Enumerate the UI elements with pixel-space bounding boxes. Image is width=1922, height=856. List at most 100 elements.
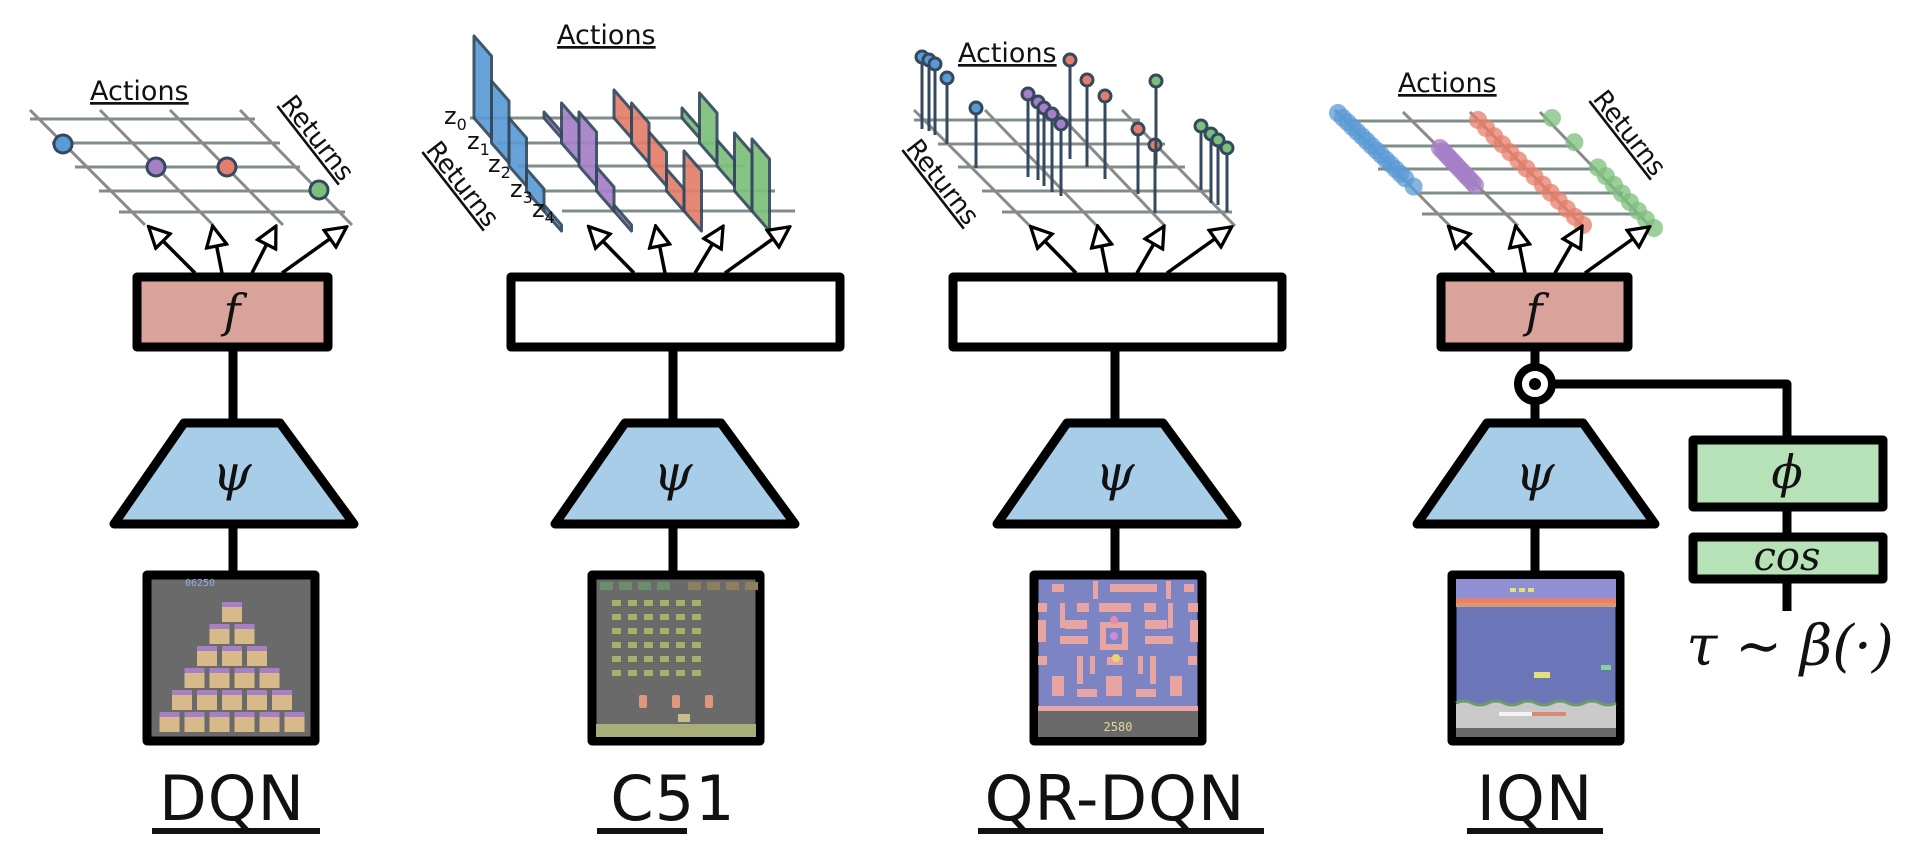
maze-bottom-wall [1038,706,1198,711]
iqn-head-f [1436,272,1633,352]
qrdqn-returns-label: Returns [899,134,984,231]
iqn-embed-phi [1688,435,1888,512]
qbert-cube [234,628,255,644]
maze-wall [1110,584,1157,592]
qbert-cube [197,694,217,710]
c51-atom-bar [680,106,701,140]
dqn-output-grid [28,108,354,227]
qbert-cube [247,694,267,710]
dqn-action-3-point [216,156,238,178]
invader [676,670,685,676]
c51-output-arrows [590,228,788,275]
maze-wall [1184,584,1194,592]
qbert-cube [197,650,217,666]
qr-quantile-point [1053,116,1069,132]
c51-atom-bar [698,91,719,165]
invader [692,614,701,620]
qr-quantile-point [1130,121,1146,137]
dqn-action-4-point [308,179,330,201]
iqn-cos-embedding [1688,532,1888,584]
c51-atom-bar [750,137,771,233]
qbert-cube [209,716,230,732]
invaders-score-block [688,582,701,590]
qbert-cube [209,628,230,644]
iqn-quantile-sample [1466,176,1484,194]
invader [644,600,653,606]
invader [628,600,637,606]
maze-wall [1145,636,1173,644]
c51-output-grid [470,34,795,233]
invaders-score-block [600,582,613,590]
invader [628,656,637,662]
qbert-cube-top [184,712,205,717]
iqn-name-label: IQN [1477,762,1593,835]
maze-wall [1099,603,1131,612]
c51-head [506,272,845,352]
qbert-cube-top [184,668,205,673]
qbert-cube [209,672,230,688]
iqn-embed-phi-label: ϕ [1771,445,1802,499]
dqn-game-screen-qbert: 06250 [142,570,320,746]
invader [612,614,621,620]
qrdqn-actions-label: Actions [958,38,1057,69]
dqn-head-f [132,272,333,352]
iqn-trunk-psi-label: ψ [1515,444,1555,502]
qbert-cube-top [272,690,292,695]
maze-wall [1052,584,1064,592]
qbert-cube-top [197,690,217,695]
ms-pacman-player [1112,654,1120,662]
invader [692,600,701,606]
qrdqn-trunk-psi [992,418,1242,529]
maze-wall [1150,656,1156,684]
iqn-cos-label: cos [1753,534,1820,580]
maze-wall [1038,620,1046,642]
invader [644,656,653,662]
qbert-cube-top [284,712,305,717]
dqn-action-1-point [52,133,74,155]
qbert-cube [184,716,205,732]
c51-atom-bar [490,79,511,165]
qrdqn-name-label: QR-DQN [985,762,1246,835]
iqn-trunk-psi [1412,418,1660,529]
invader [660,642,669,648]
qr-quantile-point [1193,118,1209,134]
iqn-tau-sample-formula: τ ∼ β(·) [1686,614,1893,679]
qbert-cube-top [234,712,255,717]
invader [612,600,621,606]
qbert-cube-top [222,602,242,607]
invaders-score-block [657,582,670,590]
panel-qr-dqn: Actions Returns ψ 2580 QR-DQN [899,38,1287,835]
qbert-cube [234,672,255,688]
maze-wall [1077,656,1083,684]
dqn-action-2-point [145,156,167,178]
invader [612,628,621,634]
seaquest-player-sub [1534,672,1550,678]
ghost [1110,616,1118,624]
qr-quantile-point [1097,88,1113,104]
iqn-name-underline [1467,828,1603,834]
pacman-score: 2580 [1104,720,1133,734]
c51-atom-bar [682,149,703,233]
qbert-cube [172,694,192,710]
qbert-cube [272,694,292,710]
maze-wall [1166,581,1171,599]
iqn-quantile-sample [1404,177,1423,196]
qbert-cube [222,694,242,710]
invader [628,642,637,648]
panel-dqn: Actions Returns f ψ 06250 DQN [28,76,360,835]
invader [660,656,669,662]
atom-z0: z0 [444,102,467,134]
dqn-actions-label: Actions [90,76,189,107]
qbert-cube-top [197,646,217,651]
ghost [1110,632,1118,640]
invader [660,628,669,634]
c51-atom-bar [612,88,633,140]
invader [692,670,701,676]
qbert-cube-top [159,712,180,717]
iqn-output-arrows [1450,228,1648,275]
invader [628,614,637,620]
invader [660,614,669,620]
dqn-output-arrows [150,228,345,275]
qbert-cube [234,716,255,732]
invader-shield [672,695,680,708]
